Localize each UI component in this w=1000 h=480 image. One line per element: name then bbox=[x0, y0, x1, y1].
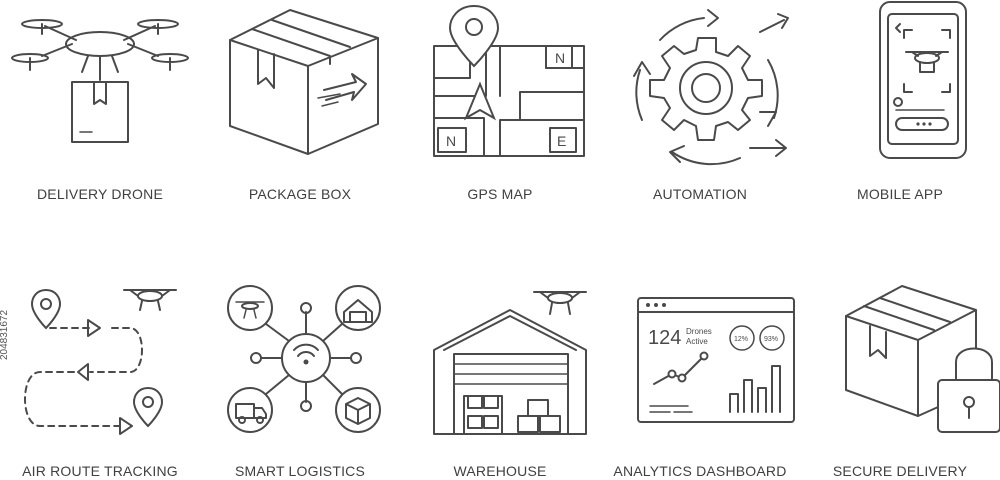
map-letter: N bbox=[555, 50, 565, 66]
smart-logistics-icon bbox=[227, 285, 381, 433]
gauge-value: 93% bbox=[764, 336, 778, 343]
analytics-dashboard-icon: 124 Drones Active 12% 93% bbox=[637, 297, 795, 423]
mobile-app-icon bbox=[879, 1, 967, 159]
icon-caption: WAREHOUSE bbox=[453, 463, 547, 479]
air-route-tracking-tile: AIR ROUTE TRACKING bbox=[0, 240, 200, 480]
active-label-1: Drones bbox=[686, 327, 712, 336]
automation-icon bbox=[633, 9, 789, 166]
watermark-id: 204831672 bbox=[0, 309, 10, 360]
package-box-icon bbox=[229, 9, 379, 155]
icon-caption: MOBILE APP bbox=[856, 186, 944, 202]
warehouse-icon bbox=[433, 291, 587, 435]
secure-delivery-tile: SECURE DELIVERY bbox=[800, 240, 1000, 480]
package-box-tile: PACKAGE BOX bbox=[200, 0, 400, 240]
active-count: 124 bbox=[648, 327, 681, 349]
icon-caption: AIR ROUTE TRACKING bbox=[22, 463, 178, 479]
icon-caption: SMART LOGISTICS bbox=[234, 463, 366, 479]
map-letter: E bbox=[557, 133, 566, 149]
icon-caption: DELIVERY DRONE bbox=[37, 186, 163, 202]
icon-caption: SECURE DELIVERY bbox=[832, 463, 968, 479]
automation-tile: AUTOMATION bbox=[600, 0, 800, 240]
analytics-dashboard-tile: 124 Drones Active 12% 93% ANALYTICS DASH… bbox=[600, 240, 800, 480]
air-route-tracking-icon bbox=[24, 288, 177, 435]
gps-map-tile: N N E GPS MAP bbox=[400, 0, 600, 240]
gps-map-icon: N N E bbox=[433, 4, 585, 157]
icon-caption: PACKAGE BOX bbox=[248, 186, 352, 202]
delivery-drone-tile: DELIVERY DRONE bbox=[0, 0, 200, 240]
active-label-2: Active bbox=[686, 337, 708, 346]
gauge-value: 12% bbox=[734, 336, 748, 343]
mobile-app-tile: MOBILE APP bbox=[800, 0, 1000, 240]
map-letter: N bbox=[446, 133, 456, 149]
icon-caption: ANALYTICS DASHBOARD bbox=[613, 463, 787, 479]
delivery-drone-icon bbox=[11, 19, 189, 143]
secure-delivery-icon bbox=[845, 285, 1000, 433]
icon-caption: AUTOMATION bbox=[652, 186, 748, 202]
warehouse-tile: WAREHOUSE bbox=[400, 240, 600, 480]
smart-logistics-tile: SMART LOGISTICS bbox=[200, 240, 400, 480]
icon-caption: GPS MAP bbox=[467, 186, 533, 202]
